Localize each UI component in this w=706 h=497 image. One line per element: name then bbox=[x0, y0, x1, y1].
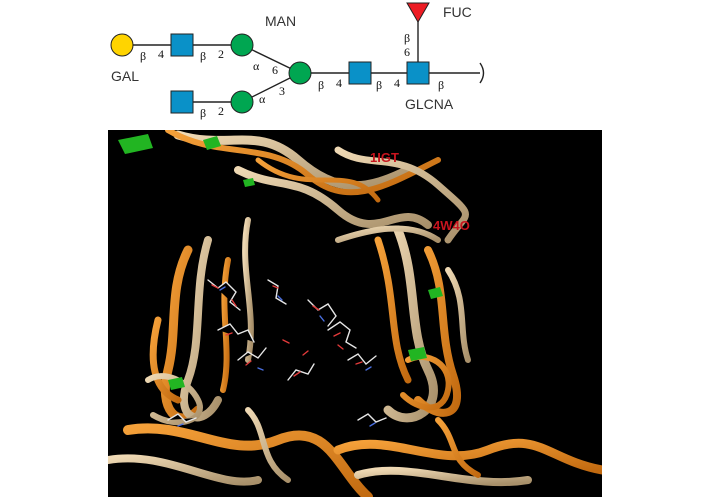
reducing-end-beta: β bbox=[438, 78, 444, 92]
man-core-residue-circle bbox=[288, 61, 312, 85]
protein-structure-overlay: 1IGT 4W4O bbox=[108, 130, 602, 497]
fuc-linkage-beta: β bbox=[404, 31, 410, 45]
gal-linkage-position: 4 bbox=[158, 47, 164, 61]
man-residue-circle-2 bbox=[230, 90, 254, 114]
glcna-label: GLCNA bbox=[405, 96, 454, 112]
gal-residue-circle bbox=[110, 33, 134, 57]
ribbon-rendering bbox=[108, 130, 602, 497]
gal-label: GAL bbox=[111, 68, 139, 84]
man1-linkage-alpha: α bbox=[253, 59, 260, 73]
glcnac-linkage-position: 4 bbox=[394, 76, 400, 90]
glcnac1-linkage-position: 2 bbox=[218, 47, 224, 61]
man2-linkage-alpha: α bbox=[259, 92, 266, 106]
glcnac-residue-square-3 bbox=[348, 61, 372, 85]
man-residue-circle-1 bbox=[230, 33, 254, 57]
glycan-diagram: GAL MAN FUC GLCNA β 4 β 2 α 6 β 2 α 3 β … bbox=[110, 2, 485, 120]
core-linkage-position: 4 bbox=[336, 76, 342, 90]
gal-linkage-beta: β bbox=[140, 49, 146, 63]
man1-linkage-position: 6 bbox=[272, 63, 278, 77]
glcnac2-linkage-position: 2 bbox=[218, 104, 224, 118]
glcnac-residue-square-2 bbox=[170, 90, 194, 114]
fuc-label: FUC bbox=[443, 4, 472, 20]
man2-linkage-position: 3 bbox=[279, 84, 285, 98]
fuc-linkage-position: 6 bbox=[404, 45, 410, 59]
pdb-label-4w4o: 4W4O bbox=[433, 218, 470, 233]
man-label: MAN bbox=[265, 13, 296, 29]
glcnac2-linkage-beta: β bbox=[200, 106, 206, 120]
glcnac1-linkage-beta: β bbox=[200, 49, 206, 63]
core-linkage-beta: β bbox=[318, 78, 324, 92]
glcnac-residue-square-1 bbox=[170, 33, 194, 57]
glcnac-residue-square-4 bbox=[406, 61, 430, 85]
fuc-residue-triangle bbox=[406, 2, 430, 23]
pdb-label-1igt: 1IGT bbox=[370, 150, 399, 165]
glcnac-linkage-beta: β bbox=[376, 78, 382, 92]
